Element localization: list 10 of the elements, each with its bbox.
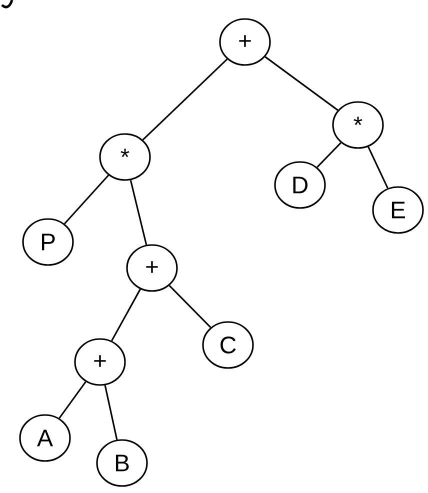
tree-edge [142, 58, 228, 140]
tree-edge [316, 142, 342, 168]
tree-edge [368, 146, 388, 188]
tree-edge [111, 288, 141, 342]
tree-edge [104, 385, 118, 440]
tree-edge [168, 285, 212, 328]
tree-edge [264, 56, 338, 111]
tree-edge [58, 381, 86, 419]
tree-edge [64, 174, 110, 224]
tree-edge [130, 180, 148, 245]
